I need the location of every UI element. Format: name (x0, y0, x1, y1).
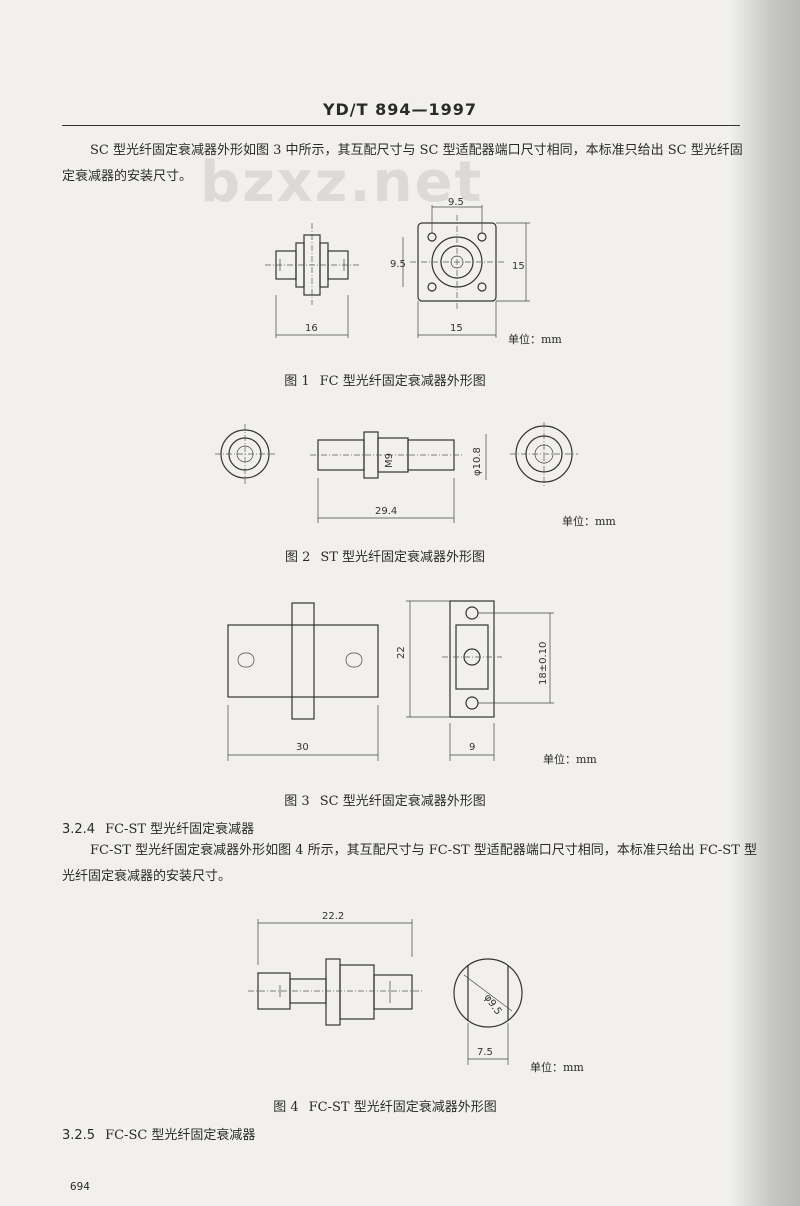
sc-intro-paragraph: SC 型光纤固定衰减器外形如图 3 中所示，其互配尺寸与 SC 型适配器端口尺寸… (62, 143, 743, 184)
figure-2-caption: 图 2 ST 型光纤固定衰减器外形图 (0, 546, 785, 565)
fig4-diameter-label: φ9.5 (482, 992, 504, 1017)
fig1-width-label: 15 (450, 323, 463, 334)
fig3-unit: 单位：mm (543, 753, 597, 766)
section-3-2-4: 3.2.4 FC-ST 型光纤固定衰减器 (62, 818, 254, 837)
fig2-thread-label: M9 (384, 453, 395, 468)
fig2-caption-text: ST 型光纤固定衰减器外形图 (320, 550, 486, 565)
figure-3-caption: 图 3 SC 型光纤固定衰减器外形图 (0, 790, 785, 809)
figure-4-drawing: 22.2 φ9.5 7.5 (248, 911, 523, 1065)
section-3-2-4-number: 3.2.4 (62, 822, 96, 837)
fig2-diameter-label: φ10.8 (472, 447, 483, 476)
figure-2-drawing: 29.4 M9 φ10.8 (215, 422, 578, 523)
fig4-number: 图 4 (273, 1100, 299, 1115)
fig1-caption-text: FC 型光纤固定衰减器外形图 (319, 374, 486, 389)
fig3-length-label: 30 (296, 742, 309, 753)
fig1-hole-x-label: 9.5 (448, 197, 464, 208)
fig1-height-label: 15 (512, 261, 525, 272)
fig2-unit: 单位：mm (562, 515, 616, 528)
fig3-caption-text: SC 型光纤固定衰减器外形图 (319, 794, 486, 809)
scan-edge-shadow (730, 0, 800, 1206)
section-3-2-5-number: 3.2.5 (62, 1128, 96, 1143)
figure-1-caption: 图 1 FC 型光纤固定衰减器外形图 (0, 370, 785, 389)
fig1-number: 图 1 (284, 374, 310, 389)
fig1-length-label: 16 (305, 323, 318, 334)
fig3-number: 图 3 (284, 794, 310, 809)
figure-3-drawing: 30 22 18±0.10 9 (227, 600, 554, 761)
header-rule (62, 125, 740, 126)
section-3-2-5: 3.2.5 FC-SC 型光纤固定衰减器 (62, 1124, 255, 1143)
fig2-length-label: 29.4 (375, 506, 397, 517)
fig1-unit: 单位：mm (508, 333, 562, 346)
fig3-spacing-label: 18±0.10 (538, 642, 549, 685)
watermark: bzxz.net (200, 150, 484, 215)
page-number: 694 (70, 1180, 90, 1193)
fig3-height-label: 22 (396, 646, 407, 659)
fig4-flat-label: 7.5 (477, 1047, 493, 1058)
fig4-length-label: 22.2 (322, 911, 344, 922)
fig3-width-label: 9 (469, 742, 475, 753)
standard-header: YD/T 894—1997 (322, 100, 478, 119)
fig4-unit: 单位：mm (530, 1061, 584, 1074)
fig4-caption-text: FC-ST 型光纤固定衰减器外形图 (308, 1100, 497, 1115)
fig2-number: 图 2 (284, 550, 311, 565)
section-3-2-5-title: FC-SC 型光纤固定衰减器 (105, 1128, 256, 1143)
figure-4-caption: 图 4 FC-ST 型光纤固定衰减器外形图 (0, 1096, 785, 1115)
section-3-2-4-title: FC-ST 型光纤固定衰减器 (105, 822, 255, 837)
fig1-hole-y-label: 9.5 (390, 259, 406, 270)
figure-1-drawing: 16 9.5 9.5 15 15 (265, 197, 530, 338)
fcst-intro-paragraph: FC-ST 型光纤固定衰减器外形如图 4 所示，其互配尺寸与 FC-ST 型适配… (62, 843, 758, 884)
